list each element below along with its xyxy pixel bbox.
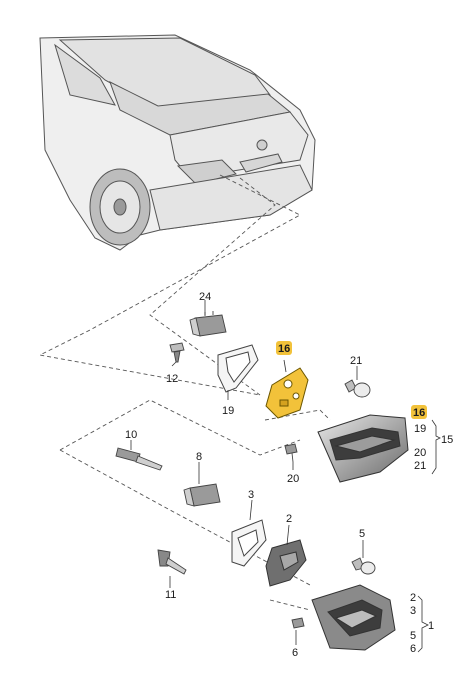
callout-2-left: 2: [286, 513, 292, 525]
callout-braces: [417, 419, 441, 653]
bulb-5: [351, 557, 376, 575]
callout-8: 8: [196, 451, 202, 463]
callout-2-right: 2: [410, 592, 416, 604]
callout-1: 1: [428, 620, 434, 632]
callout-6-right: 6: [410, 643, 416, 655]
screw-6: [291, 617, 305, 629]
leader-upper-lamp: [38, 174, 301, 396]
callout-20-screw: 20: [287, 473, 299, 485]
callout-3-left: 3: [248, 489, 254, 501]
callout-6-screw: 6: [292, 647, 298, 659]
socket-11: [157, 549, 187, 575]
callout-21-top: 21: [350, 355, 362, 367]
callout-16-right: 16: [413, 407, 425, 419]
highlight-16-right: [411, 405, 427, 419]
bulb-holder-2: [265, 539, 307, 587]
connector-8: [183, 483, 221, 507]
callout-leaders: [130, 300, 364, 645]
car-illustration: [39, 34, 316, 251]
clip-12: [169, 342, 185, 363]
callout-15: 15: [441, 434, 453, 446]
callout-5-right: 5: [410, 630, 416, 642]
leader-lower-lamp: [59, 399, 301, 456]
callout-5-bulb: 5: [359, 528, 365, 540]
gasket-19-upper: [217, 344, 259, 393]
callout-11: 11: [165, 589, 176, 601]
gasket-3: [231, 519, 267, 567]
highlight-16-top: [276, 341, 292, 355]
callout-3-right: 3: [410, 605, 416, 617]
callout-21-right: 21: [414, 460, 426, 472]
lamp-holder-16: [265, 367, 309, 419]
callout-20-right: 20: [414, 447, 426, 459]
connector-24: [189, 311, 227, 337]
socket-10: [115, 447, 163, 471]
callout-19-right: 19: [414, 423, 426, 435]
bulb-21: [344, 379, 371, 398]
callout-19-left: 19: [222, 405, 234, 417]
callout-24: 24: [199, 291, 211, 303]
tail-lamp-outer: [311, 584, 396, 651]
callout-10: 10: [125, 429, 137, 441]
screw-20: [284, 443, 298, 463]
callout-12: 12: [166, 373, 178, 385]
leader-lines: [38, 174, 331, 611]
tail-lamp-inner: [317, 414, 409, 483]
callout-16-top: 16: [278, 343, 290, 355]
